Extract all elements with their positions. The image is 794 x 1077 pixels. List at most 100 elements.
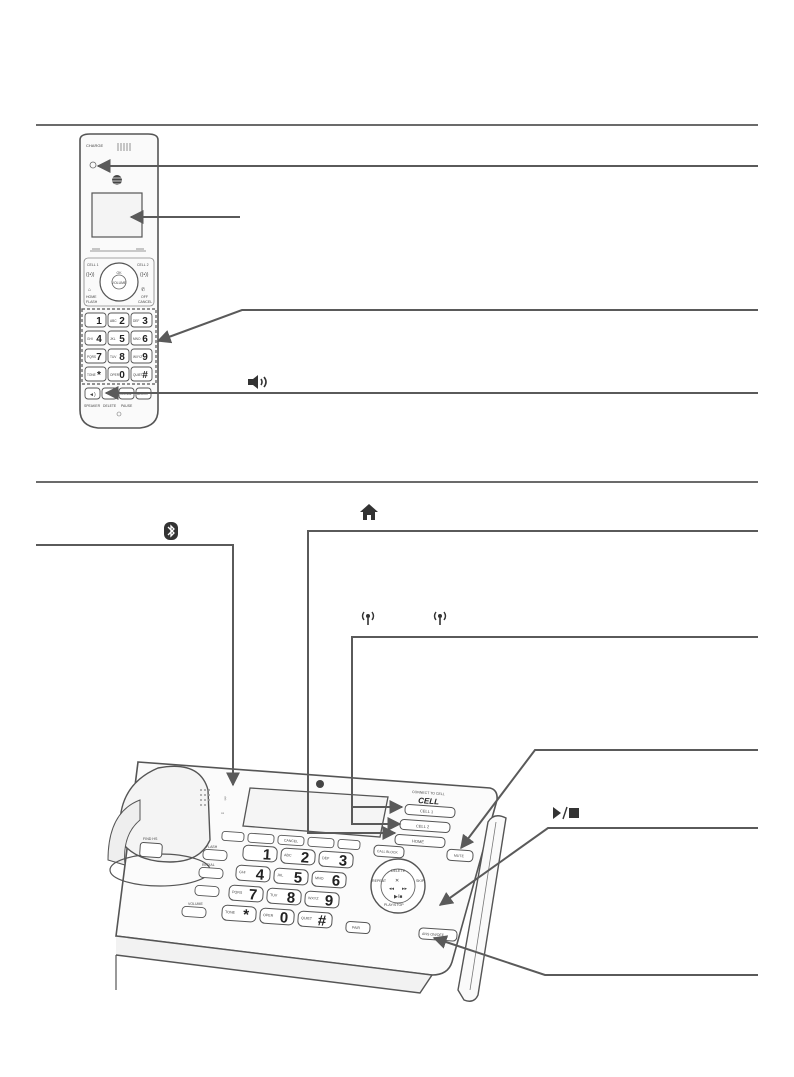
end-call-icon[interactable]: ✆ <box>141 287 145 293</box>
callout-bluetooth-light <box>36 544 240 787</box>
cell2-signal-icon[interactable]: ((•)) <box>140 272 149 278</box>
nav-center-label: OK <box>116 271 122 275</box>
softkey-left[interactable] <box>221 830 245 843</box>
base-key-number: 9 <box>324 892 334 910</box>
redial-button[interactable] <box>198 866 224 880</box>
speaker-grille <box>200 789 210 806</box>
handset-key-11[interactable]: QUIET# <box>130 366 153 382</box>
pair-button[interactable] <box>345 920 371 935</box>
base-left-keys: FLASH REDIAL VOLUME <box>181 845 228 919</box>
handset-key-number: 1 <box>96 316 102 327</box>
handset-nav-panel <box>83 257 155 307</box>
call-block-button[interactable] <box>373 844 405 859</box>
home-icon <box>360 504 378 520</box>
handset-key-sub-label: QUIET <box>133 373 143 377</box>
volume-down-key[interactable] <box>247 832 275 845</box>
base-key-sub-label: MNO <box>315 876 324 881</box>
wheel-skip-label: SKIP <box>416 879 425 883</box>
cell1-label: CELL 1 <box>87 263 99 267</box>
cell-signal-icon <box>361 611 375 625</box>
play-stop-icon <box>553 806 579 820</box>
att-logo-icon <box>112 175 122 185</box>
speaker-icon <box>248 375 267 389</box>
base-key-11[interactable]: QUIET# <box>297 910 333 930</box>
bt-pair-light-label: ▭ <box>221 811 225 815</box>
volume-up-button[interactable] <box>194 884 220 898</box>
base-stand <box>457 815 507 1002</box>
wheel-play-stop-label: PLAY/STOP <box>384 903 404 907</box>
pause-label: PAUSE <box>121 404 133 408</box>
pair-label: PAIR <box>352 926 361 931</box>
volume-up-key[interactable] <box>307 836 335 849</box>
home-phone-icon[interactable]: ⌂ <box>88 287 91 293</box>
base-key-0[interactable]: 1 <box>242 844 278 864</box>
cell2-label: CELL 2 <box>137 263 149 267</box>
base-key-number: 4 <box>255 866 265 884</box>
base-key-number: 5 <box>293 869 303 887</box>
cancel-key[interactable] <box>277 834 305 847</box>
handset-key-number: 9 <box>142 352 148 363</box>
mute-button[interactable] <box>446 848 474 863</box>
call-block-label: CALL BLOCK <box>377 849 399 854</box>
handset-key-number: 4 <box>96 334 102 345</box>
base-key-number: 0 <box>279 909 289 927</box>
nav-ok-button[interactable] <box>111 274 127 290</box>
volume-down-button[interactable] <box>181 905 207 919</box>
handset-key-0[interactable]: 1 <box>84 312 107 328</box>
softkey-right[interactable] <box>337 838 361 851</box>
charge-light <box>89 161 97 169</box>
base-key-9[interactable]: TONE* <box>221 904 257 924</box>
handset-key-sub-label: GHI <box>87 337 93 341</box>
handset-key-9[interactable]: TONE* <box>84 366 107 382</box>
microphone-hole <box>116 411 122 417</box>
find-handset-button[interactable] <box>139 842 163 859</box>
telephone-base: FIND HS ᛒ ▭ CELL CONNECT TO CELL CELL 1 … <box>107 761 507 1002</box>
mute-label: MUTE <box>454 854 465 859</box>
cell-signal-icon <box>433 611 447 625</box>
connect-to-cell-brand: CELL <box>418 796 440 806</box>
forward-icon: ▸▸ <box>402 886 408 892</box>
answering-machine-wheel[interactable]: DELETE SKIP REPEAT PLAY/STOP ✕ ◂◂ ▸▸ ▶/■ <box>370 858 426 914</box>
flash-button[interactable] <box>202 848 228 862</box>
wheel-play-icon: ▶/■ <box>394 894 402 900</box>
charge-label: CHARGE <box>86 143 103 148</box>
bluetooth-light-icon: ᛒ <box>224 796 227 802</box>
speaker-icon: ◄) <box>89 392 96 398</box>
cell1-button[interactable] <box>404 804 456 818</box>
base-callouts <box>36 530 758 976</box>
handset-screen <box>91 192 143 238</box>
base-key-3[interactable]: GHI 4 <box>235 864 271 884</box>
handset-key-number: 8 <box>119 352 125 363</box>
base-cell-buttons: CELL 1 CELL 2 HOME <box>394 804 456 848</box>
speaker-button[interactable] <box>84 387 101 400</box>
base-key-sub-label: GHI <box>239 870 246 874</box>
cell1-button-label: CELL 1 <box>420 808 434 814</box>
off-label: OFF <box>141 295 148 299</box>
handset-key-sub-label: TUV <box>110 355 117 359</box>
home-label: HOME <box>86 295 97 299</box>
cell1-signal-icon[interactable]: ((•)) <box>86 272 95 278</box>
base-key-sub-label: TONE <box>225 910 236 915</box>
base-key-number: 2 <box>300 849 310 867</box>
cell2-button-label: CELL 2 <box>416 823 430 829</box>
earpiece-grille <box>117 143 131 151</box>
handset-key-number: 3 <box>142 316 148 327</box>
